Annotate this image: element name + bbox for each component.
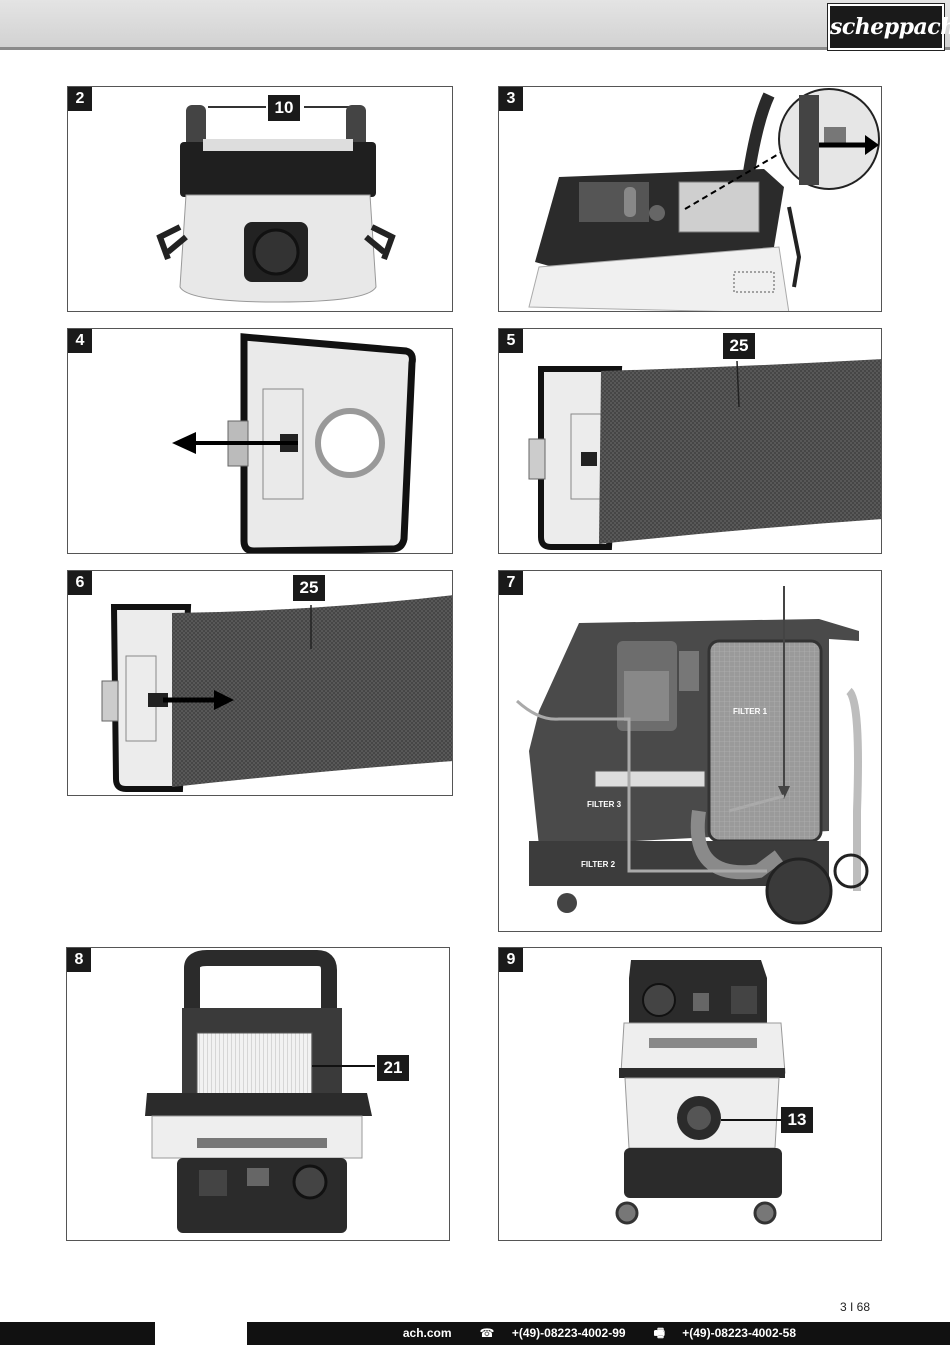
callout-label: 25 [723, 333, 755, 359]
callout-label: 13 [781, 1107, 813, 1133]
figure-number: 5 [499, 329, 523, 353]
figure-number: 6 [68, 571, 92, 595]
figure-6: 6 25 [67, 570, 453, 796]
cartridge-filter-image [145, 950, 375, 1233]
figure-number: 8 [67, 948, 91, 972]
figure-number: 2 [68, 87, 92, 111]
figure-7: 7 FILTER 1 FILTER 3 FILTER 2 [498, 570, 882, 932]
footer-gap [155, 1322, 247, 1345]
figure-8: 8 21 [66, 947, 450, 1241]
figure-number: 4 [68, 329, 92, 353]
filter-bag-mounted-image [528, 359, 881, 550]
figure-4: 4 [67, 328, 453, 554]
footer-bar: ach.com ☎ +(49)-08223-4002-99 🖷 +(49)-0822… [0, 1322, 950, 1345]
phone-number: +(49)-08223-4002-99 [511, 1326, 626, 1340]
website-link[interactable]: ach.com [402, 1326, 452, 1340]
phone-icon: ☎ [479, 1326, 495, 1340]
filter-2-label: FILTER 2 [581, 860, 616, 869]
figure-number: 3 [499, 87, 523, 111]
callout-label: 25 [293, 575, 325, 601]
figure-number: 9 [499, 948, 523, 972]
vacuum-front-image [615, 960, 786, 1225]
callout-label: 10 [268, 95, 300, 121]
filter-bag-plate-image [172, 333, 416, 553]
page-number: 3 I 68 [839, 1300, 870, 1314]
header-band [0, 0, 950, 50]
figure-2: 2 10 [67, 86, 453, 312]
fax-icon: 🖷 [653, 1326, 665, 1340]
vacuum-head-front-image [156, 105, 396, 303]
figure-9: 9 13 [498, 947, 882, 1241]
figure-5: 5 25 [498, 328, 882, 554]
filter-bag-removal-image [101, 595, 452, 792]
callout-label: 21 [377, 1055, 409, 1081]
fax-number: +(49)-08223-4002-58 [682, 1326, 796, 1340]
vacuum-head-top-image [528, 88, 880, 311]
figure-3: 3 [498, 86, 882, 312]
footer-contact: ach.com ☎ +(49)-08223-4002-99 🖷 +(49)-0822… [0, 1325, 796, 1342]
figure-number: 7 [499, 571, 523, 595]
brand-logo: scheppach [828, 4, 950, 50]
filter-1-label: FILTER 1 [733, 707, 768, 716]
filter-3-label: FILTER 3 [587, 800, 622, 809]
airflow-cutaway-diagram: FILTER 1 FILTER 3 FILTER 2 [515, 586, 869, 925]
